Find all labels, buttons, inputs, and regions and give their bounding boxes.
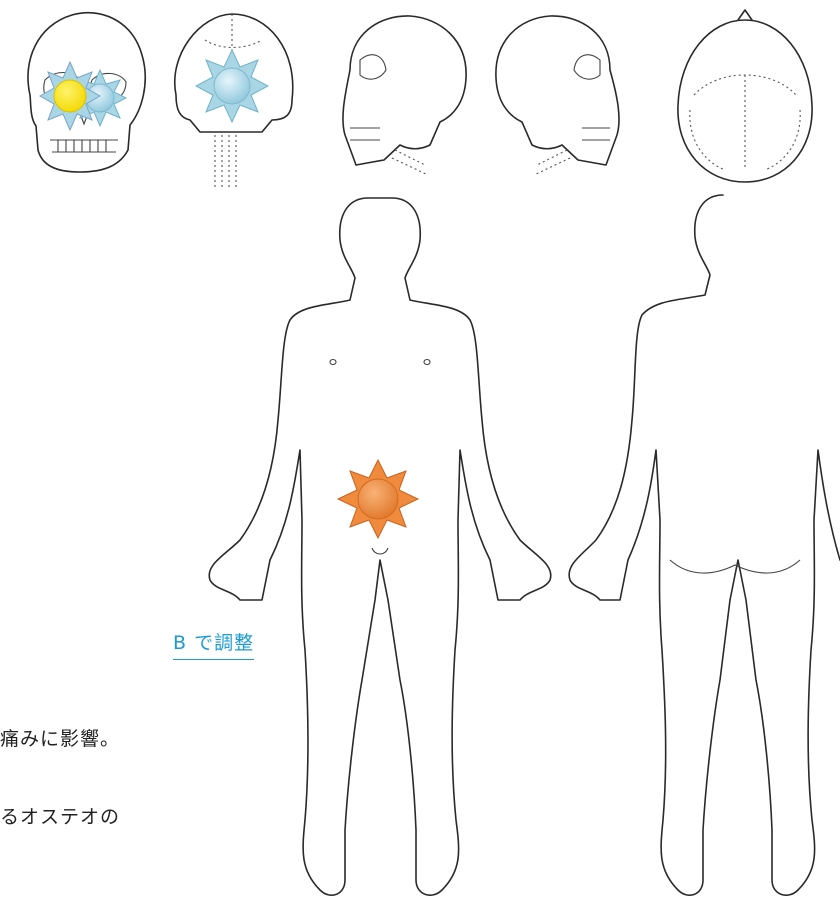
skull-top: [678, 10, 812, 182]
body-back: [569, 195, 840, 895]
body-front: [209, 198, 551, 895]
adjust-link[interactable]: B で調整: [173, 628, 254, 660]
note-line-1: 痛みに影響。: [0, 724, 120, 751]
note-line-2: るオステオの: [0, 802, 120, 829]
skull-left-side: [496, 16, 619, 175]
skull-right-side: [343, 16, 466, 175]
skull-front-right-marker[interactable]: [40, 62, 100, 130]
skull-back-marker[interactable]: [196, 50, 268, 122]
lower-abdomen-marker[interactable]: [338, 460, 418, 538]
